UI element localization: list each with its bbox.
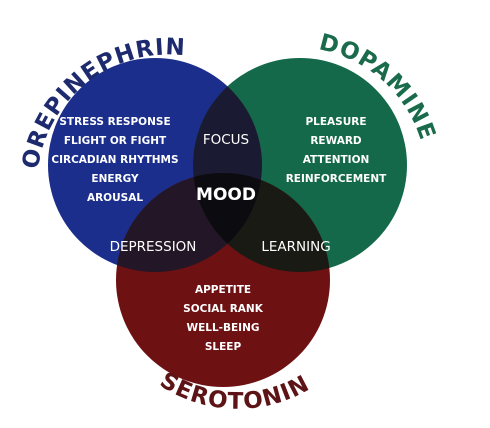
serotonin-item: WELL-BEING xyxy=(187,322,260,334)
learning-label: LEARNING xyxy=(261,239,330,255)
overlap-dopamine-serotonin xyxy=(193,173,330,272)
dopamine-item: PLEASURE xyxy=(305,116,366,128)
depression-label: DEPRESSION xyxy=(110,239,197,255)
serotonin-item: SOCIAL RANK xyxy=(183,303,264,315)
mood-label: MOOD xyxy=(196,185,256,205)
serotonin-item: SLEEP xyxy=(205,341,242,353)
serotonin-item: APPETITE xyxy=(195,284,251,296)
dopamine-item: ATTENTION xyxy=(303,154,370,166)
norepinephrine-item: FLIGHT OR FIGHT xyxy=(64,135,167,147)
serotonin-items: APPETITE SOCIAL RANK WELL-BEING SLEEP xyxy=(183,284,264,353)
norepinephrine-item: ENERGY xyxy=(91,173,139,185)
norepinephrine-item: STRESS RESPONSE xyxy=(59,116,170,128)
norepinephrine-items: STRESS RESPONSE FLIGHT OR FIGHT CIRCADIA… xyxy=(51,116,178,204)
norepinephrine-item: AROUSAL xyxy=(87,192,143,204)
dopamine-item: REWARD xyxy=(310,135,362,147)
dopamine-item: REINFORCEMENT xyxy=(286,173,387,185)
dopamine-items: PLEASURE REWARD ATTENTION REINFORCEMENT xyxy=(286,116,387,185)
overlap-norepinephrine-serotonin xyxy=(116,173,262,272)
focus-label: FOCUS xyxy=(203,132,249,148)
norepinephrine-item: CIRCADIAN RHYTHMS xyxy=(51,154,178,166)
